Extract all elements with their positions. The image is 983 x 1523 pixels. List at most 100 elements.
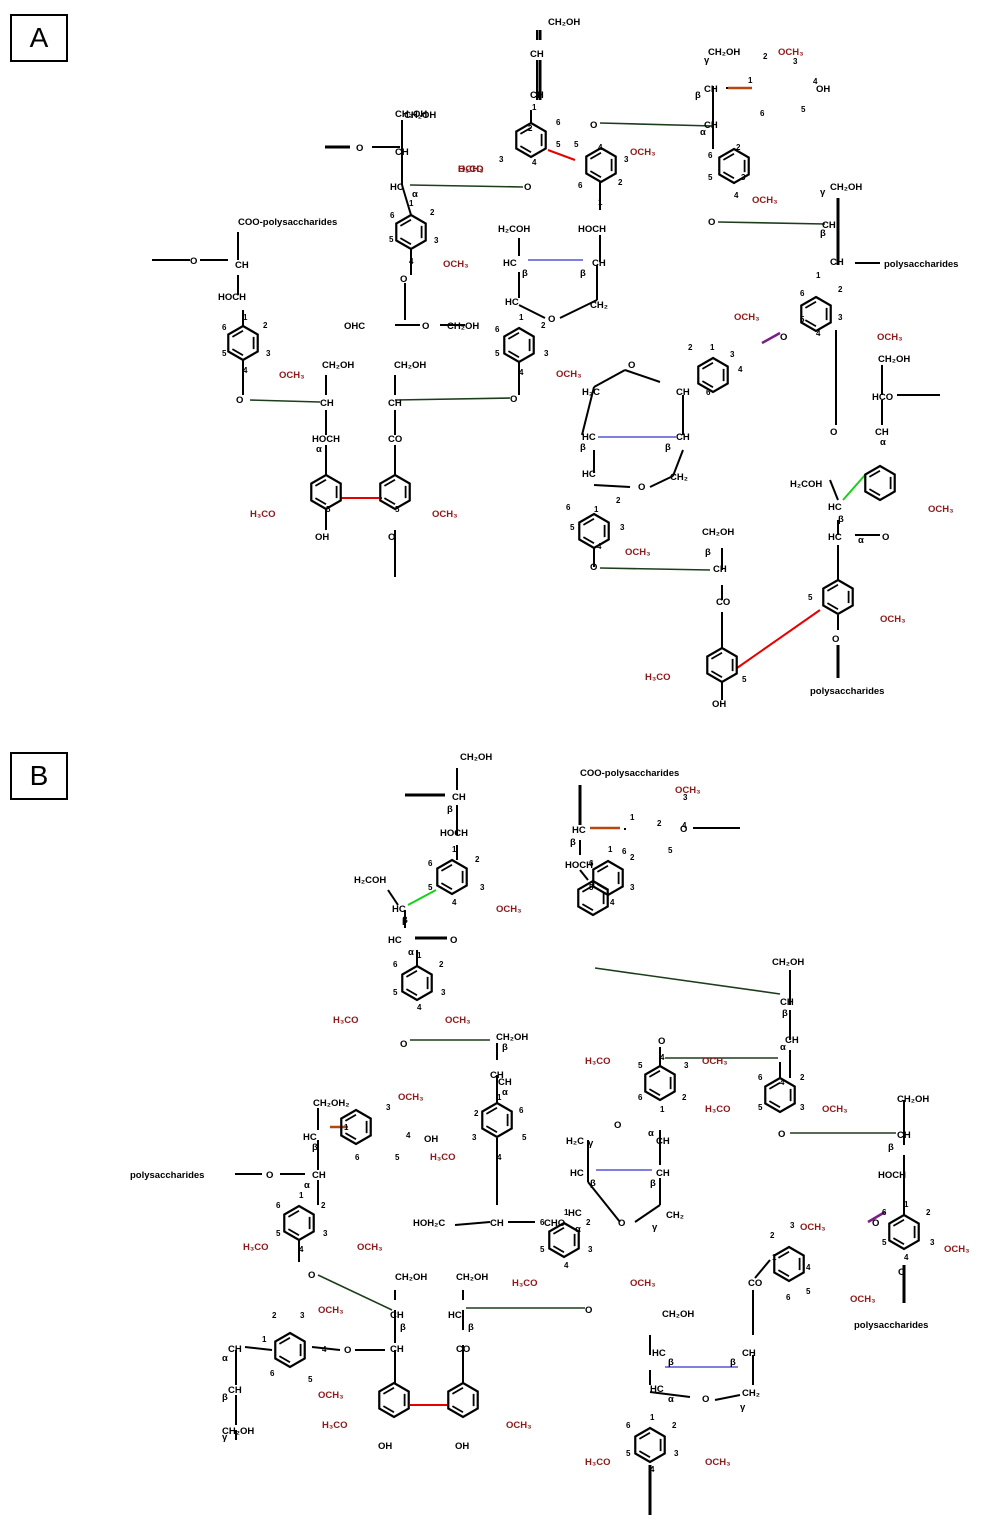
position-number: 5 (393, 988, 398, 997)
ring-double-bond (287, 1228, 300, 1237)
position-number: 5 (668, 846, 673, 855)
coo-poly-label: COO-polysaccharides (238, 217, 337, 228)
hc-label: HC (582, 432, 596, 443)
o-label: O (388, 532, 395, 543)
ch2oh-label: CH₂OH (395, 1272, 427, 1283)
ring-double-bond (440, 863, 453, 872)
ring-double-bond (722, 171, 735, 180)
bond (649, 1391, 691, 1398)
ring-double-bond (287, 1209, 300, 1218)
ring-double-bond (582, 536, 595, 545)
position-number: 6 (578, 181, 583, 190)
ch2oh-label: CH₂OH (496, 1032, 528, 1043)
ring-outline (888, 1213, 920, 1251)
o-label: O (628, 360, 635, 371)
position-number: 4 (299, 1245, 304, 1254)
bond (401, 184, 412, 216)
ring-outline (764, 1076, 796, 1114)
ch2oh-label: CH₂OH (702, 527, 734, 538)
methoxy-label: OCH₃ (625, 547, 651, 558)
hc-label: HC (650, 1384, 664, 1395)
link-4-o-5 (867, 1210, 886, 1224)
ring-double-bond (581, 884, 594, 893)
position-number: 2 (439, 960, 444, 969)
methoxy-label: H₃CO (458, 164, 484, 175)
methoxy-label: OCH₃ (702, 1056, 728, 1067)
position-number: 5 (742, 675, 747, 684)
ring-outline (395, 213, 427, 251)
ch-label: CH (822, 220, 836, 231)
hoch-label: HOCH (312, 434, 340, 445)
link-beta-o-4 (249, 399, 321, 403)
ring-double-bond (804, 300, 817, 309)
ring-double-bond (344, 1132, 357, 1141)
position-number: 5 (801, 105, 806, 114)
methoxy-label: OCH₃ (506, 1420, 532, 1431)
ring-double-bond (868, 469, 881, 478)
position-number: 1 (519, 313, 524, 322)
position-number: 1 (497, 1093, 502, 1102)
ring-outline (227, 324, 259, 362)
co-label: CO (716, 597, 730, 608)
position-number: 4 (738, 365, 743, 374)
position-number: 1 (816, 271, 821, 280)
beta-label: β (570, 837, 576, 848)
position-number: 2 (541, 321, 546, 330)
ch2-label: CH₂ (590, 300, 608, 311)
ring-double-bond (451, 1405, 464, 1414)
position-number: 4 (813, 77, 818, 86)
benzene-ring (401, 964, 433, 1002)
beta-label: β (400, 1322, 406, 1333)
hc-label: HC (568, 1208, 582, 1219)
ch2oh-label: CH₂OH (456, 1272, 488, 1283)
position-number: 3 (323, 1229, 328, 1238)
alpha-label: α (412, 189, 418, 200)
position-number: 2 (630, 853, 635, 862)
position-number: 3 (838, 313, 843, 322)
position-number: 5 (800, 315, 805, 324)
position-number: 3 (386, 1103, 391, 1112)
oh-label: OH (378, 1441, 392, 1452)
alpha-label: α (502, 1087, 508, 1098)
hc-label: HC (503, 258, 517, 269)
beta-label: β (705, 547, 711, 558)
ring-double-bond (382, 1405, 395, 1414)
position-number: 3 (674, 1449, 679, 1458)
methoxy-label: H₃CO (458, 164, 484, 175)
ch-label: CH (312, 1170, 326, 1181)
position-number: 1 (532, 103, 537, 112)
position-number: 1 (344, 1123, 349, 1132)
position-number: 4 (598, 143, 603, 152)
position-number: 3 (480, 883, 485, 892)
position-number: 5 (570, 523, 575, 532)
o-label: O (590, 562, 597, 573)
o-label: O (236, 395, 243, 406)
position-number: 1 (299, 1191, 304, 1200)
link-beta-o-4 (409, 184, 524, 188)
co-label: CO (456, 1344, 470, 1355)
bond (587, 1181, 621, 1223)
o-label: O (680, 824, 687, 835)
beta-label: β (580, 268, 586, 279)
ring-double-bond (519, 145, 532, 154)
position-number: 5 (540, 1245, 545, 1254)
position-number: 4 (904, 1253, 909, 1262)
o-label: O (266, 1170, 273, 1181)
methoxy-label: H₃CO (243, 1242, 269, 1253)
o-label: O (702, 1394, 709, 1405)
o-label: O (614, 1120, 621, 1131)
position-number: 1 (262, 1335, 267, 1344)
hc-label: HC (392, 904, 406, 915)
position-number: 4 (650, 1465, 655, 1474)
position-number: 4 (406, 1131, 411, 1140)
ch-label: CH (390, 1344, 404, 1355)
position-number: 1 (452, 845, 457, 854)
ch-label: CH (235, 260, 249, 271)
ring-double-bond (648, 1088, 661, 1097)
position-number: 6 (495, 325, 500, 334)
bond (649, 475, 674, 488)
position-number: 1 (409, 199, 414, 208)
position-number: 6 (540, 1218, 545, 1227)
o-label: O (400, 1039, 407, 1050)
